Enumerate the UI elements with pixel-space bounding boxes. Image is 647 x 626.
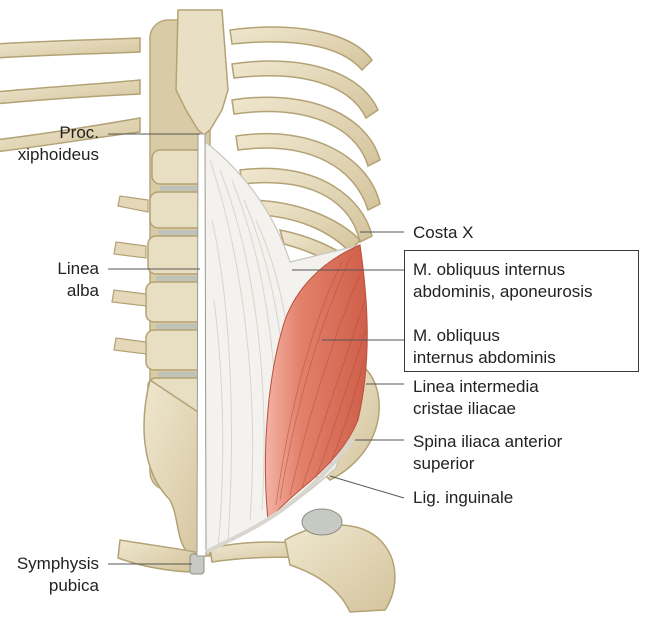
label-aponeurosis: M. obliquus internus abdominis, aponeuro… <box>413 260 593 301</box>
label-muscle: M. obliquus internus abdominis <box>413 326 556 367</box>
vertebral-column <box>111 19 211 491</box>
label-symphysis-pubica: Symphysis pubica <box>16 554 99 595</box>
femur-head <box>301 508 343 536</box>
label-linea-intermedia: Linea intermedia cristae iliacae <box>413 377 539 418</box>
label-costa-x: Costa X <box>413 223 474 242</box>
label-lig-inguinale: Lig. inguinale <box>413 488 514 507</box>
sternum <box>175 9 229 136</box>
leader-lines <box>108 133 405 565</box>
symphysis <box>189 553 205 575</box>
leader-lig-inguinale <box>329 475 405 499</box>
inguinal-ligament <box>205 438 354 554</box>
label-spina-iliaca: Spina iliaca anterior superior <box>413 432 563 473</box>
linea-alba <box>196 133 207 557</box>
label-linea-alba: Linea alba <box>57 259 99 300</box>
rib-cage <box>0 26 381 269</box>
muscle-label-box <box>404 250 639 372</box>
label-proc-xiphoideus: Proc. xiphoideus <box>17 123 99 164</box>
internal-oblique-muscle <box>264 244 368 522</box>
